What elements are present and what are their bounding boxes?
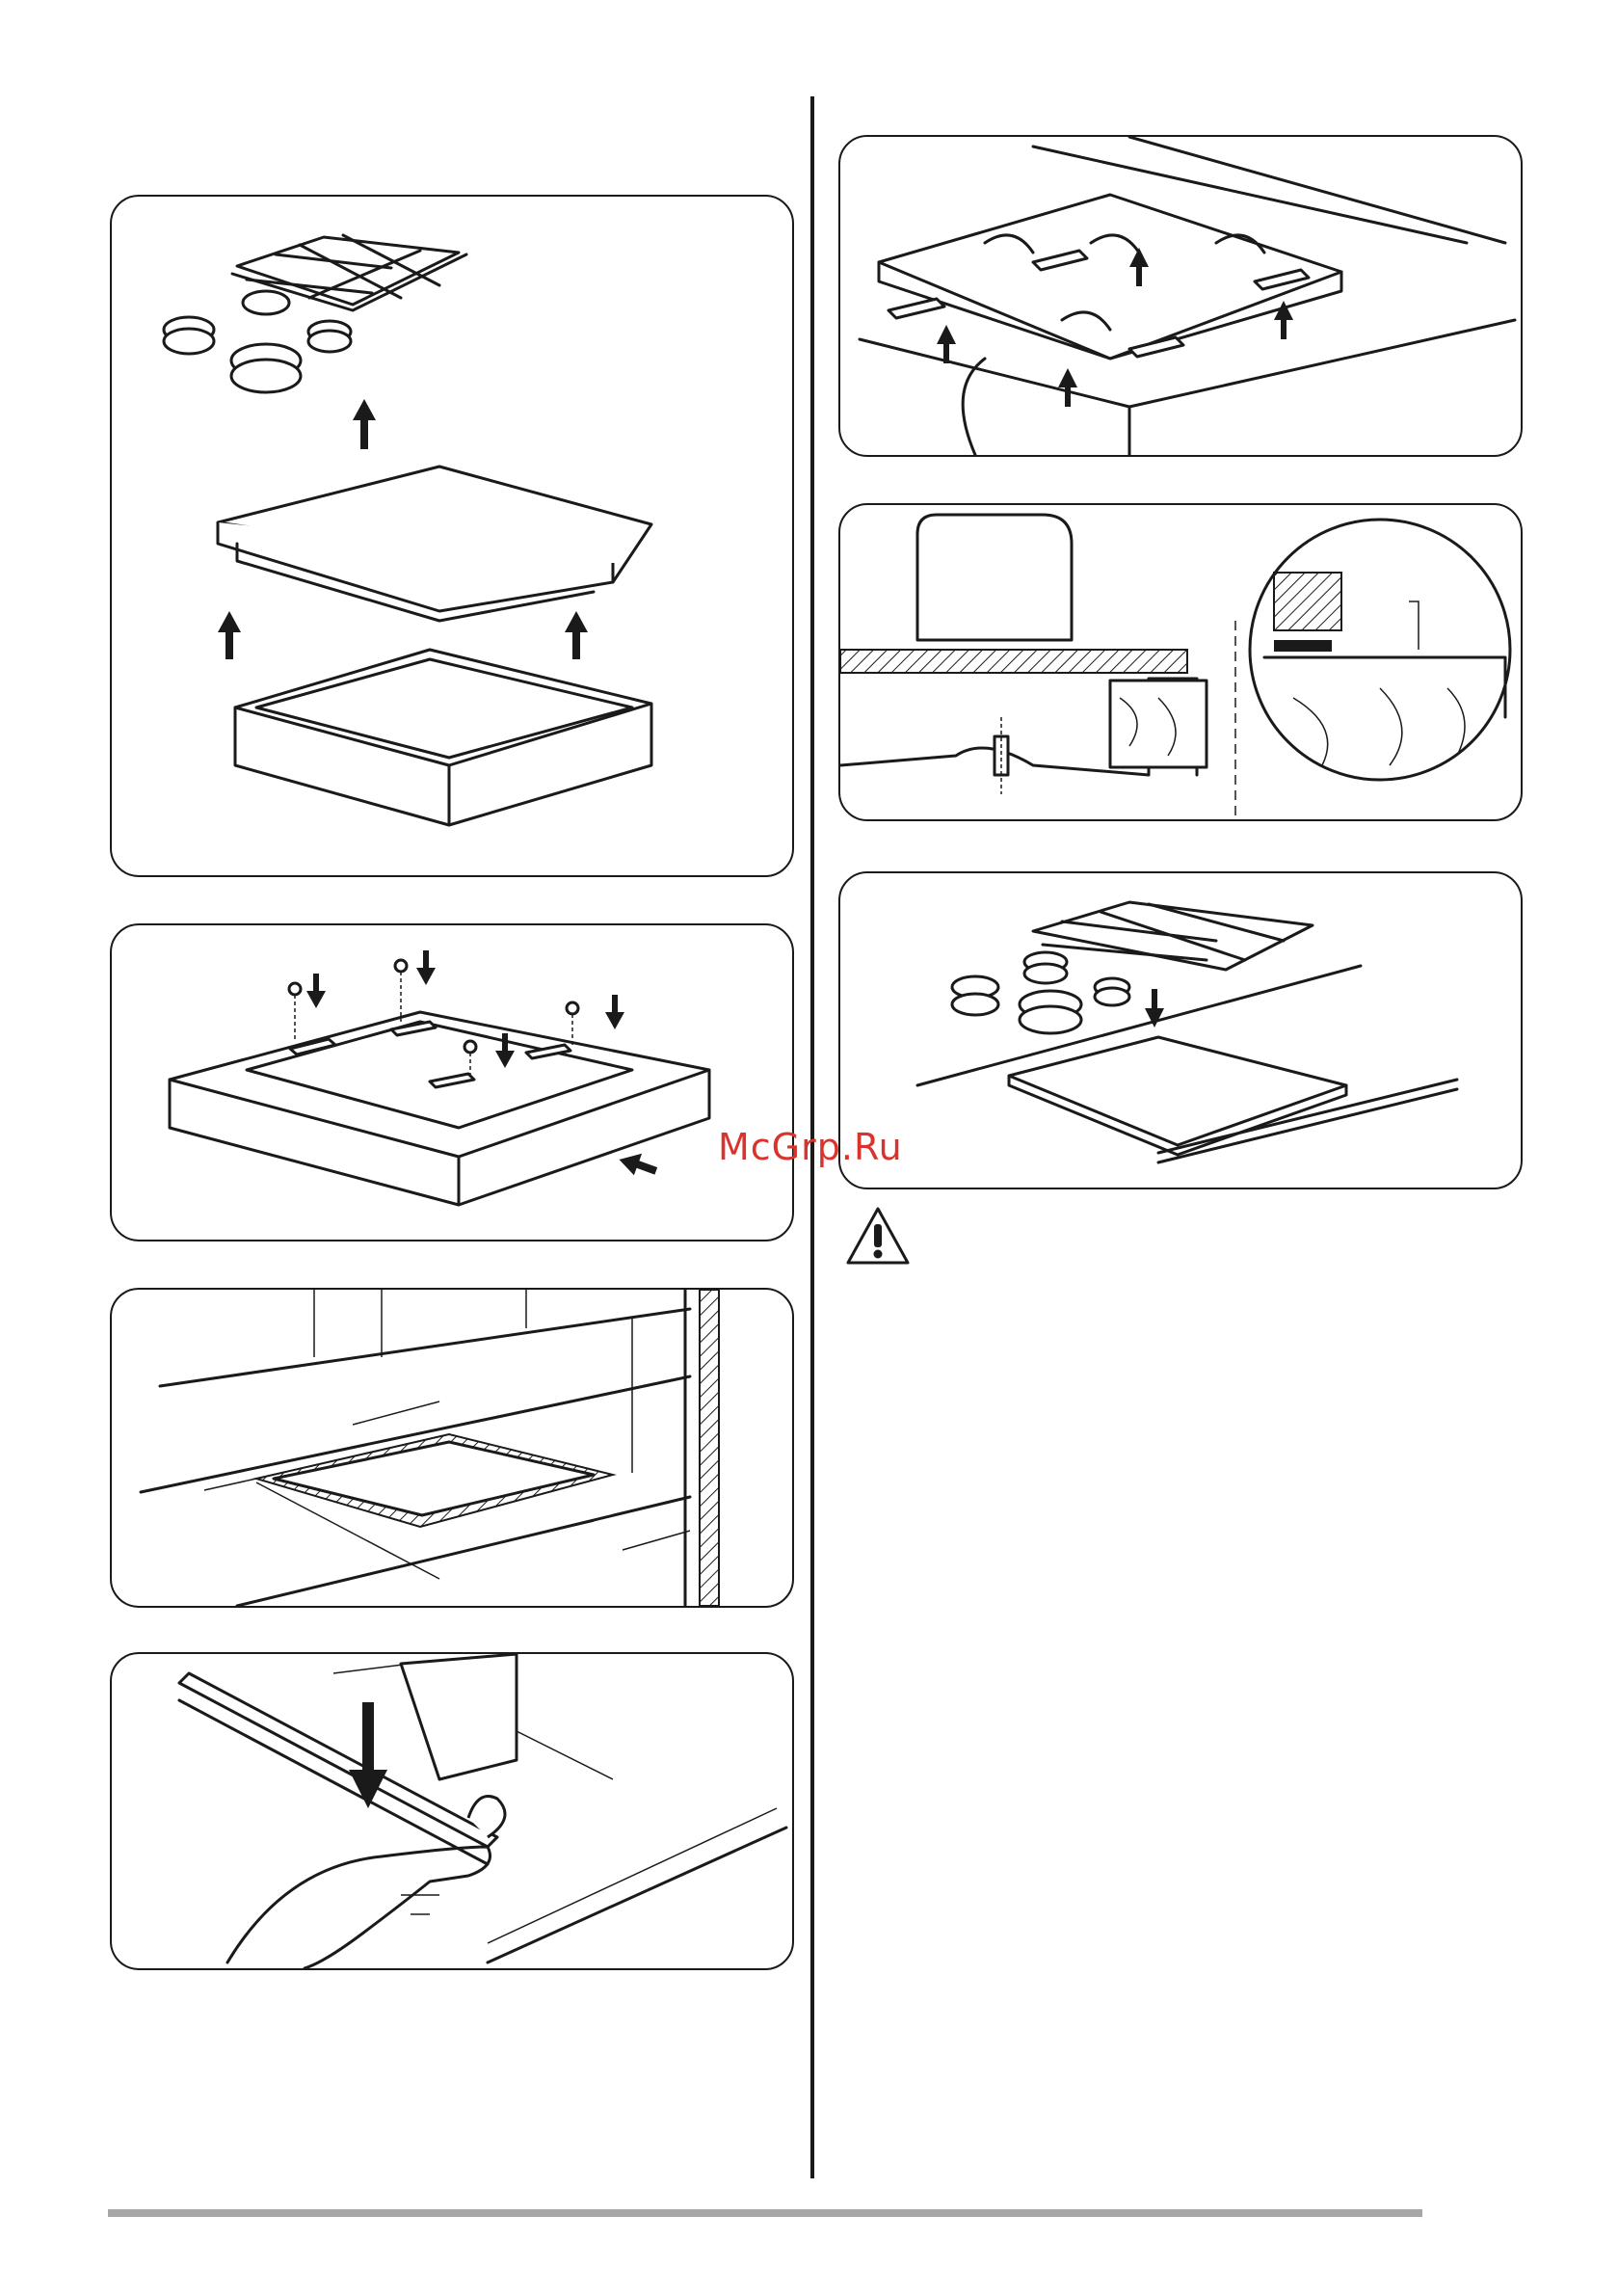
- hob-reassembly-figure: [838, 871, 1523, 1189]
- warning-triangle-icon: [844, 1205, 912, 1267]
- worktop: [333, 1654, 786, 1962]
- hob-bracket-screws-figure: [110, 923, 794, 1241]
- pan-support-grid: [1033, 902, 1313, 970]
- hand: [227, 1847, 491, 1968]
- cutout-opening: [256, 1434, 613, 1527]
- burner-knob: [917, 515, 1072, 640]
- hob-top-plate: [1009, 1037, 1346, 1155]
- footer-rule: [108, 2209, 1422, 2217]
- cutout-dimensions-figure: [110, 1288, 794, 1608]
- clamp-screw: [995, 717, 1008, 794]
- burner-caps: [952, 952, 1129, 1033]
- sealing-strip-figure: [110, 1652, 794, 1970]
- detail-magnifier: [1250, 520, 1510, 780]
- wall-section: [685, 1290, 719, 1606]
- hob-box: [235, 650, 651, 825]
- gas-pipe: [963, 359, 985, 455]
- worktop-section: [840, 650, 1187, 673]
- hob-mounting-section-figure: [838, 503, 1523, 821]
- hob-top-plate: [218, 467, 651, 621]
- hob-frame: [170, 1012, 709, 1205]
- hob-underside-brackets-figure: [838, 135, 1523, 457]
- burner-caps: [164, 291, 351, 392]
- hob-edge: [840, 679, 1207, 775]
- hob-disassembly-figure: [110, 195, 794, 877]
- watermark-text: McGrp.Ru: [718, 1126, 903, 1168]
